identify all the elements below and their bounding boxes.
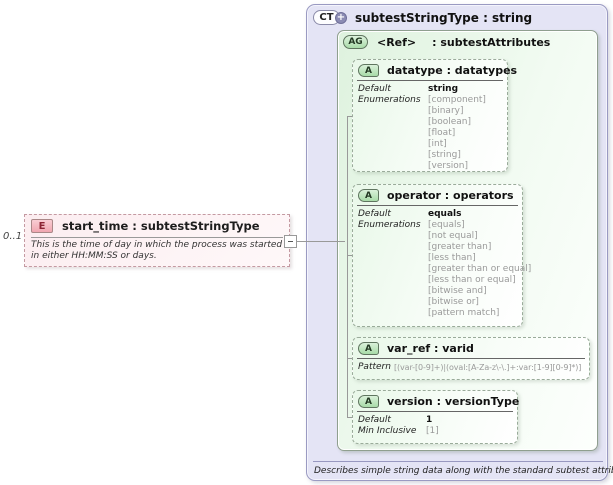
connector-stub	[347, 255, 353, 256]
collapse-icon[interactable]	[284, 235, 297, 248]
connector-stub	[347, 116, 353, 117]
element-header: E start_time : subtestStringType	[25, 215, 289, 233]
divider	[357, 358, 585, 359]
attribute-header: A version : versionType	[353, 391, 520, 408]
enum-value: [boolean]	[428, 117, 472, 127]
enum-value: [less than or equal]	[428, 275, 516, 285]
element-badge-icon: E	[31, 219, 53, 233]
facet-value: [1]	[426, 426, 439, 436]
enum-value: [bitwise and]	[428, 286, 487, 296]
facet-label: Pattern	[358, 362, 391, 372]
enum-value: [string]	[428, 150, 461, 160]
enumeration-list: [equals][not equal][greater than][less t…	[428, 220, 531, 319]
enumeration-list: [component][binary][boolean][float][int]…	[428, 95, 507, 172]
divider	[31, 237, 283, 238]
attribute-header: A operator : operators	[353, 185, 522, 202]
attribute-group-header: AG <Ref> : subtestAttributes	[343, 35, 550, 49]
attribute-group-ref: <Ref>	[377, 35, 417, 49]
connector-line	[297, 241, 345, 242]
enum-value: [less than]	[428, 253, 476, 263]
expand-icon[interactable]: +	[335, 11, 347, 24]
attribute-badge-icon: A	[358, 189, 379, 202]
facet-label: Default	[358, 415, 391, 425]
divider	[357, 411, 513, 412]
attribute-box-operator: A operator : operators Default equals En…	[352, 184, 531, 327]
enum-value: [not equal]	[428, 231, 478, 241]
element-box-start-time: E start_time : subtestStringType This is…	[24, 214, 290, 267]
connector-trunk	[347, 116, 348, 417]
attribute-group-type: : subtestAttributes	[432, 35, 551, 49]
attribute-badge-icon: A	[358, 64, 379, 77]
facet-label: Enumerations	[358, 95, 421, 105]
complex-type-title: subtestStringType : string	[355, 10, 533, 25]
enum-value: [greater than]	[428, 242, 492, 252]
cardinality-label: 0..1	[3, 231, 23, 242]
attribute-box-datatype: A datatype : datatypes Default string En…	[352, 59, 517, 172]
attribute-box-version: A version : versionType Default 1 Min In…	[352, 390, 520, 444]
attribute-header: A datatype : datatypes	[353, 60, 517, 77]
complex-type-description: Describes simple string data along with …	[314, 466, 613, 476]
enum-value: [pattern match]	[428, 308, 500, 318]
attribute-title: var_ref : varid	[387, 342, 474, 355]
facet-label: Default	[358, 84, 391, 94]
facet-label: Default	[358, 209, 391, 219]
facet-value: string	[428, 84, 459, 94]
complex-type-box: CT + subtestStringType : string AG <Ref>…	[306, 4, 613, 481]
connector-stub	[347, 358, 353, 359]
element-annotation: This is the time of day in which the pro…	[31, 240, 283, 261]
attribute-box-var-ref: A var_ref : varid Pattern [(var-[0-9]+)|…	[352, 337, 590, 380]
connector-stub	[347, 417, 353, 418]
attribute-badge-icon: A	[358, 342, 379, 355]
complex-type-header: CT + subtestStringType : string	[313, 10, 532, 25]
facet-value: 1	[426, 415, 433, 425]
facet-value: equals	[428, 209, 462, 219]
attribute-title: operator : operators	[387, 189, 514, 202]
attribute-title: version : versionType	[387, 395, 520, 408]
enum-value: [bitwise or]	[428, 297, 479, 307]
minus-icon	[288, 241, 293, 242]
element-title: start_time : subtestStringType	[62, 219, 260, 233]
enum-value: [int]	[428, 139, 447, 149]
enum-value: [greater than or equal]	[428, 264, 532, 274]
facet-label: Enumerations	[358, 220, 421, 230]
enum-value: [binary]	[428, 106, 464, 116]
divider	[357, 205, 518, 206]
facet-value: [(var-[0-9]+)|(oval:[A-Za-z\-\.]+:var:[1…	[394, 363, 582, 372]
enum-value: [float]	[428, 128, 456, 138]
enum-value: [component]	[428, 95, 486, 105]
divider	[313, 461, 603, 462]
attribute-group-box: AG <Ref> : subtestAttributes A datatype …	[337, 30, 598, 451]
attribute-title: datatype : datatypes	[387, 64, 518, 77]
attribute-badge-icon: A	[358, 395, 379, 408]
facet-label: Min Inclusive	[358, 426, 417, 436]
attribute-header: A var_ref : varid	[353, 338, 589, 355]
attribute-group-badge-icon: AG	[343, 35, 368, 49]
enum-value: [equals]	[428, 220, 465, 230]
divider	[357, 80, 503, 81]
enum-value: [version]	[428, 161, 468, 171]
